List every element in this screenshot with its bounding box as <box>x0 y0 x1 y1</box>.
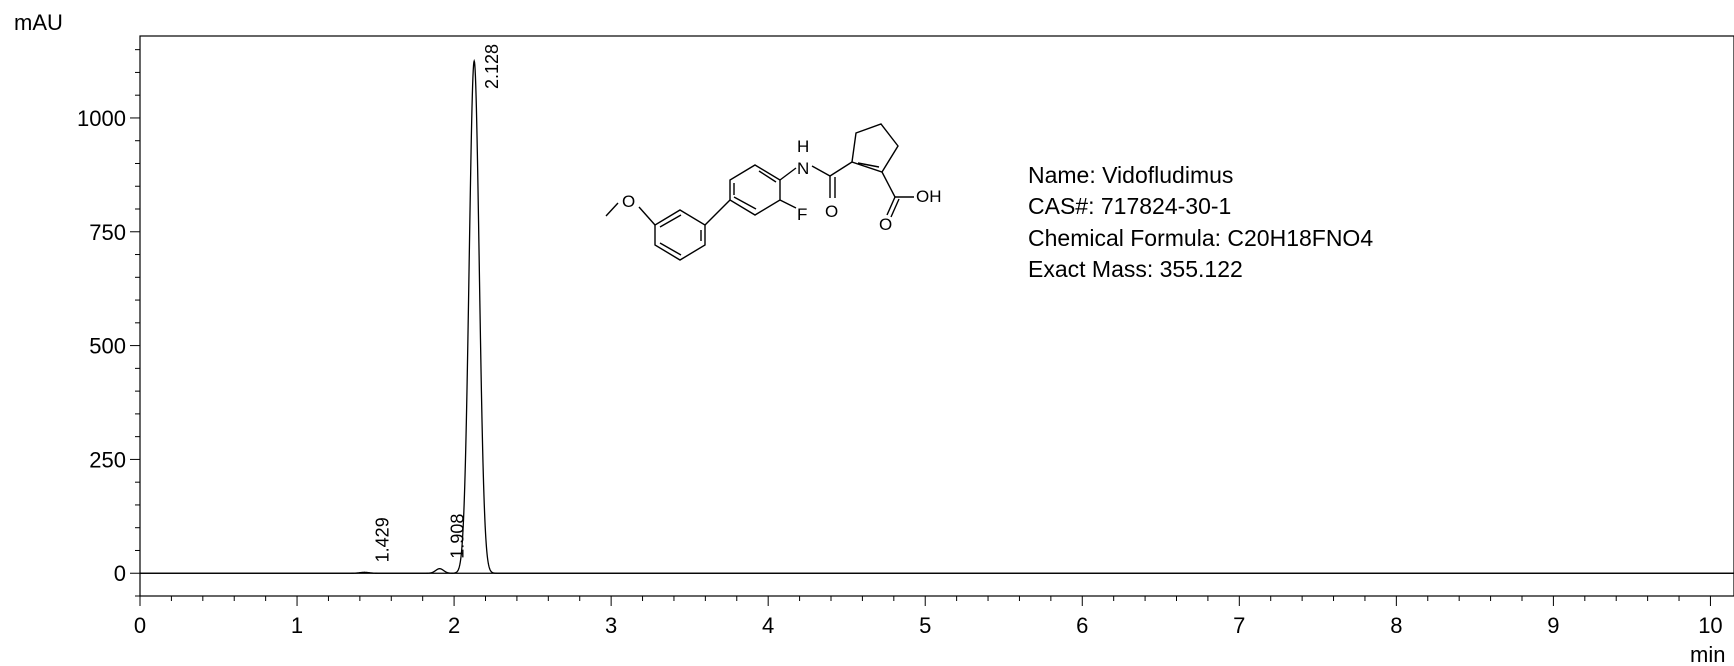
atom-h: H <box>797 137 809 156</box>
y-tick-label: 500 <box>89 334 126 359</box>
y-tick-label: 0 <box>114 561 126 586</box>
fluorophenyl-ring <box>729 164 781 216</box>
x-tick-label: 7 <box>1233 613 1245 638</box>
x-tick-label: 2 <box>448 613 460 638</box>
peak-label: 1.908 <box>448 514 468 559</box>
x-tick-label: 6 <box>1076 613 1088 638</box>
peak-label: 1.429 <box>372 517 392 562</box>
x-tick-label: 8 <box>1390 613 1402 638</box>
x-tick-label: 4 <box>762 613 774 638</box>
compound-formula: Chemical Formula: C20H18FNO4 <box>1028 225 1373 251</box>
x-tick-label: 1 <box>291 613 303 638</box>
structure-atom-labels: O F N H O O OH <box>622 137 942 234</box>
peak-label: 2.128 <box>482 44 502 89</box>
y-axis: 0 250 500 750 1000 <box>77 49 140 597</box>
compound-exact-mass: Exact Mass: 355.122 <box>1028 256 1243 282</box>
y-tick-label: 750 <box>89 220 126 245</box>
atom-o-amide: O <box>825 202 838 221</box>
chemical-structure <box>605 123 914 261</box>
atom-o-acid: O <box>879 215 892 234</box>
cyclopentene-ring <box>851 123 899 173</box>
compound-info: Name: Vidofludimus CAS#: 717824-30-1 Che… <box>1028 162 1373 282</box>
x-tick-label: 10 <box>1698 613 1722 638</box>
atom-f: F <box>797 205 807 224</box>
atom-oh: OH <box>916 187 942 206</box>
x-tick-label: 5 <box>919 613 931 638</box>
y-tick-label: 250 <box>89 447 126 472</box>
x-tick-label: 0 <box>134 613 146 638</box>
atom-n: N <box>797 159 809 178</box>
chromatogram-trace <box>140 58 1734 574</box>
y-axis-unit-label: mAU <box>14 10 63 35</box>
plot-frame <box>139 35 1734 597</box>
methoxyphenyl-ring <box>654 209 706 261</box>
y-tick-label: 1000 <box>77 106 126 131</box>
x-axis-unit-label: min <box>1690 642 1725 666</box>
atom-o-ether: O <box>622 192 635 211</box>
compound-name: Name: Vidofludimus <box>1028 162 1233 188</box>
compound-cas: CAS#: 717824-30-1 <box>1028 193 1231 219</box>
x-tick-label: 9 <box>1547 613 1559 638</box>
peak-labels: 1.429 1.908 2.128 <box>372 44 502 562</box>
x-tick-label: 3 <box>605 613 617 638</box>
x-axis: 0 1 2 3 4 5 6 7 8 9 10 <box>134 596 1723 638</box>
